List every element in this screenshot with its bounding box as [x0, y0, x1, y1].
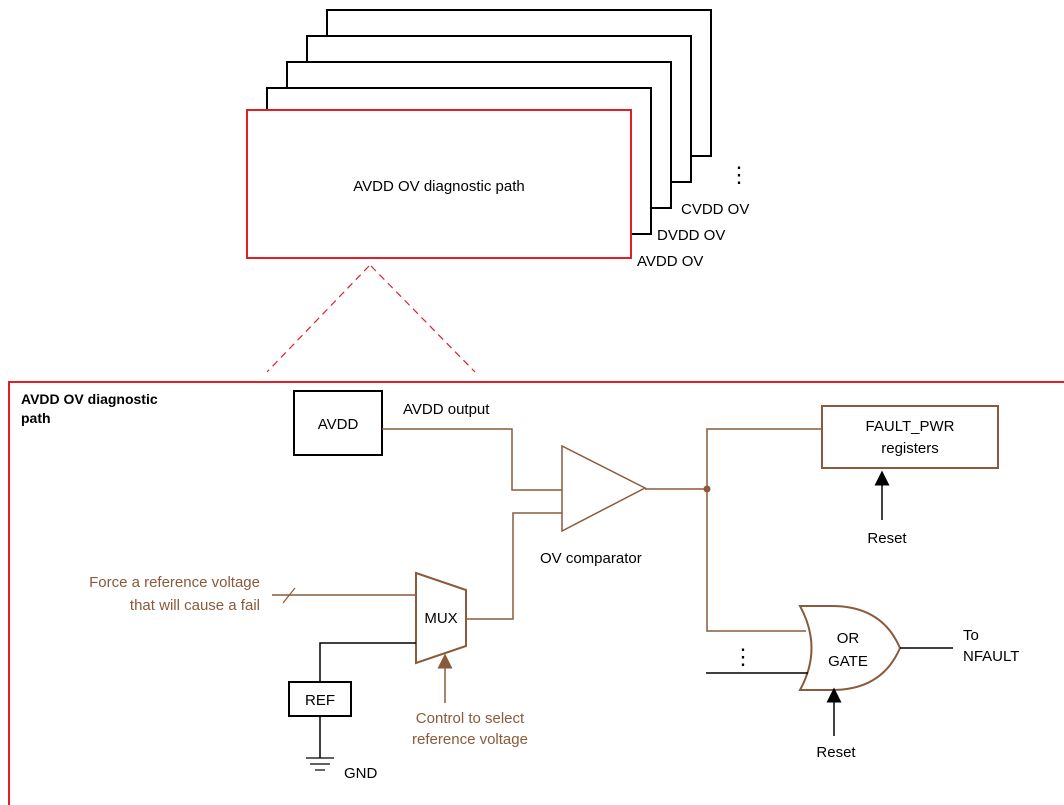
zoom-connector-left — [266, 265, 370, 373]
or-gate — [798, 605, 902, 691]
stack-front-label: AVDD OV diagnostic path — [353, 178, 524, 195]
mux-label: MUX — [424, 610, 457, 627]
force-reference-line2: that will cause a fail — [130, 597, 260, 614]
ov-comparator-label: OV comparator — [540, 550, 642, 567]
stack-ellipsis: ⋮ — [728, 162, 750, 187]
ref-block — [288, 681, 352, 717]
zoom-connector-right — [370, 265, 476, 373]
avdd-block-label: AVDD — [318, 416, 359, 433]
bus-slash — [282, 587, 296, 604]
force-reference-line1: Force a reference voltage — [89, 574, 260, 591]
fault-pwr-line1: FAULT_PWR — [866, 418, 955, 435]
detail-title-line1: AVDD OV diagnostic — [21, 391, 158, 407]
avdd-output-wire — [382, 428, 562, 491]
fault-pwr-line2: registers — [881, 440, 939, 457]
or-gate-line2: GATE — [828, 653, 868, 670]
control-line2: reference voltage — [412, 731, 528, 748]
gnd-label: GND — [344, 765, 378, 782]
or-gate-feed-wire — [706, 489, 806, 632]
avdd-block — [293, 390, 383, 456]
mux-output-wire — [466, 512, 562, 620]
to-label: To — [963, 627, 979, 644]
or-inputs-ellipsis: ⋮ — [732, 644, 754, 669]
ov-comparator — [561, 444, 647, 533]
ground-symbol — [306, 757, 334, 771]
reset-label-registers: Reset — [867, 530, 907, 547]
fault-pwr-registers-block — [821, 405, 999, 469]
nfault-label: NFAULT — [963, 648, 1019, 665]
stack-card-front — [246, 109, 632, 259]
reset-label-or-gate: Reset — [816, 744, 856, 761]
stacked-path-cards: AVDD OV diagnostic path ⋮ CVDD OV DVDD O… — [246, 9, 750, 270]
stack-label-dvdd: DVDD OV — [657, 227, 725, 244]
avdd-output-label: AVDD output — [403, 401, 490, 418]
stack-label-cvdd: CVDD OV — [681, 201, 749, 218]
fault-pwr-feed-wire — [706, 428, 822, 489]
ref-label: REF — [305, 692, 335, 709]
control-line1: Control to select — [416, 710, 525, 727]
or-gate-line1: OR — [837, 630, 860, 647]
ref-wire — [319, 642, 416, 682]
detail-title-line2: path — [21, 410, 51, 426]
stack-label-avdd: AVDD OV — [637, 253, 703, 270]
mux-block — [415, 571, 467, 665]
detail-panel — [8, 381, 1064, 805]
